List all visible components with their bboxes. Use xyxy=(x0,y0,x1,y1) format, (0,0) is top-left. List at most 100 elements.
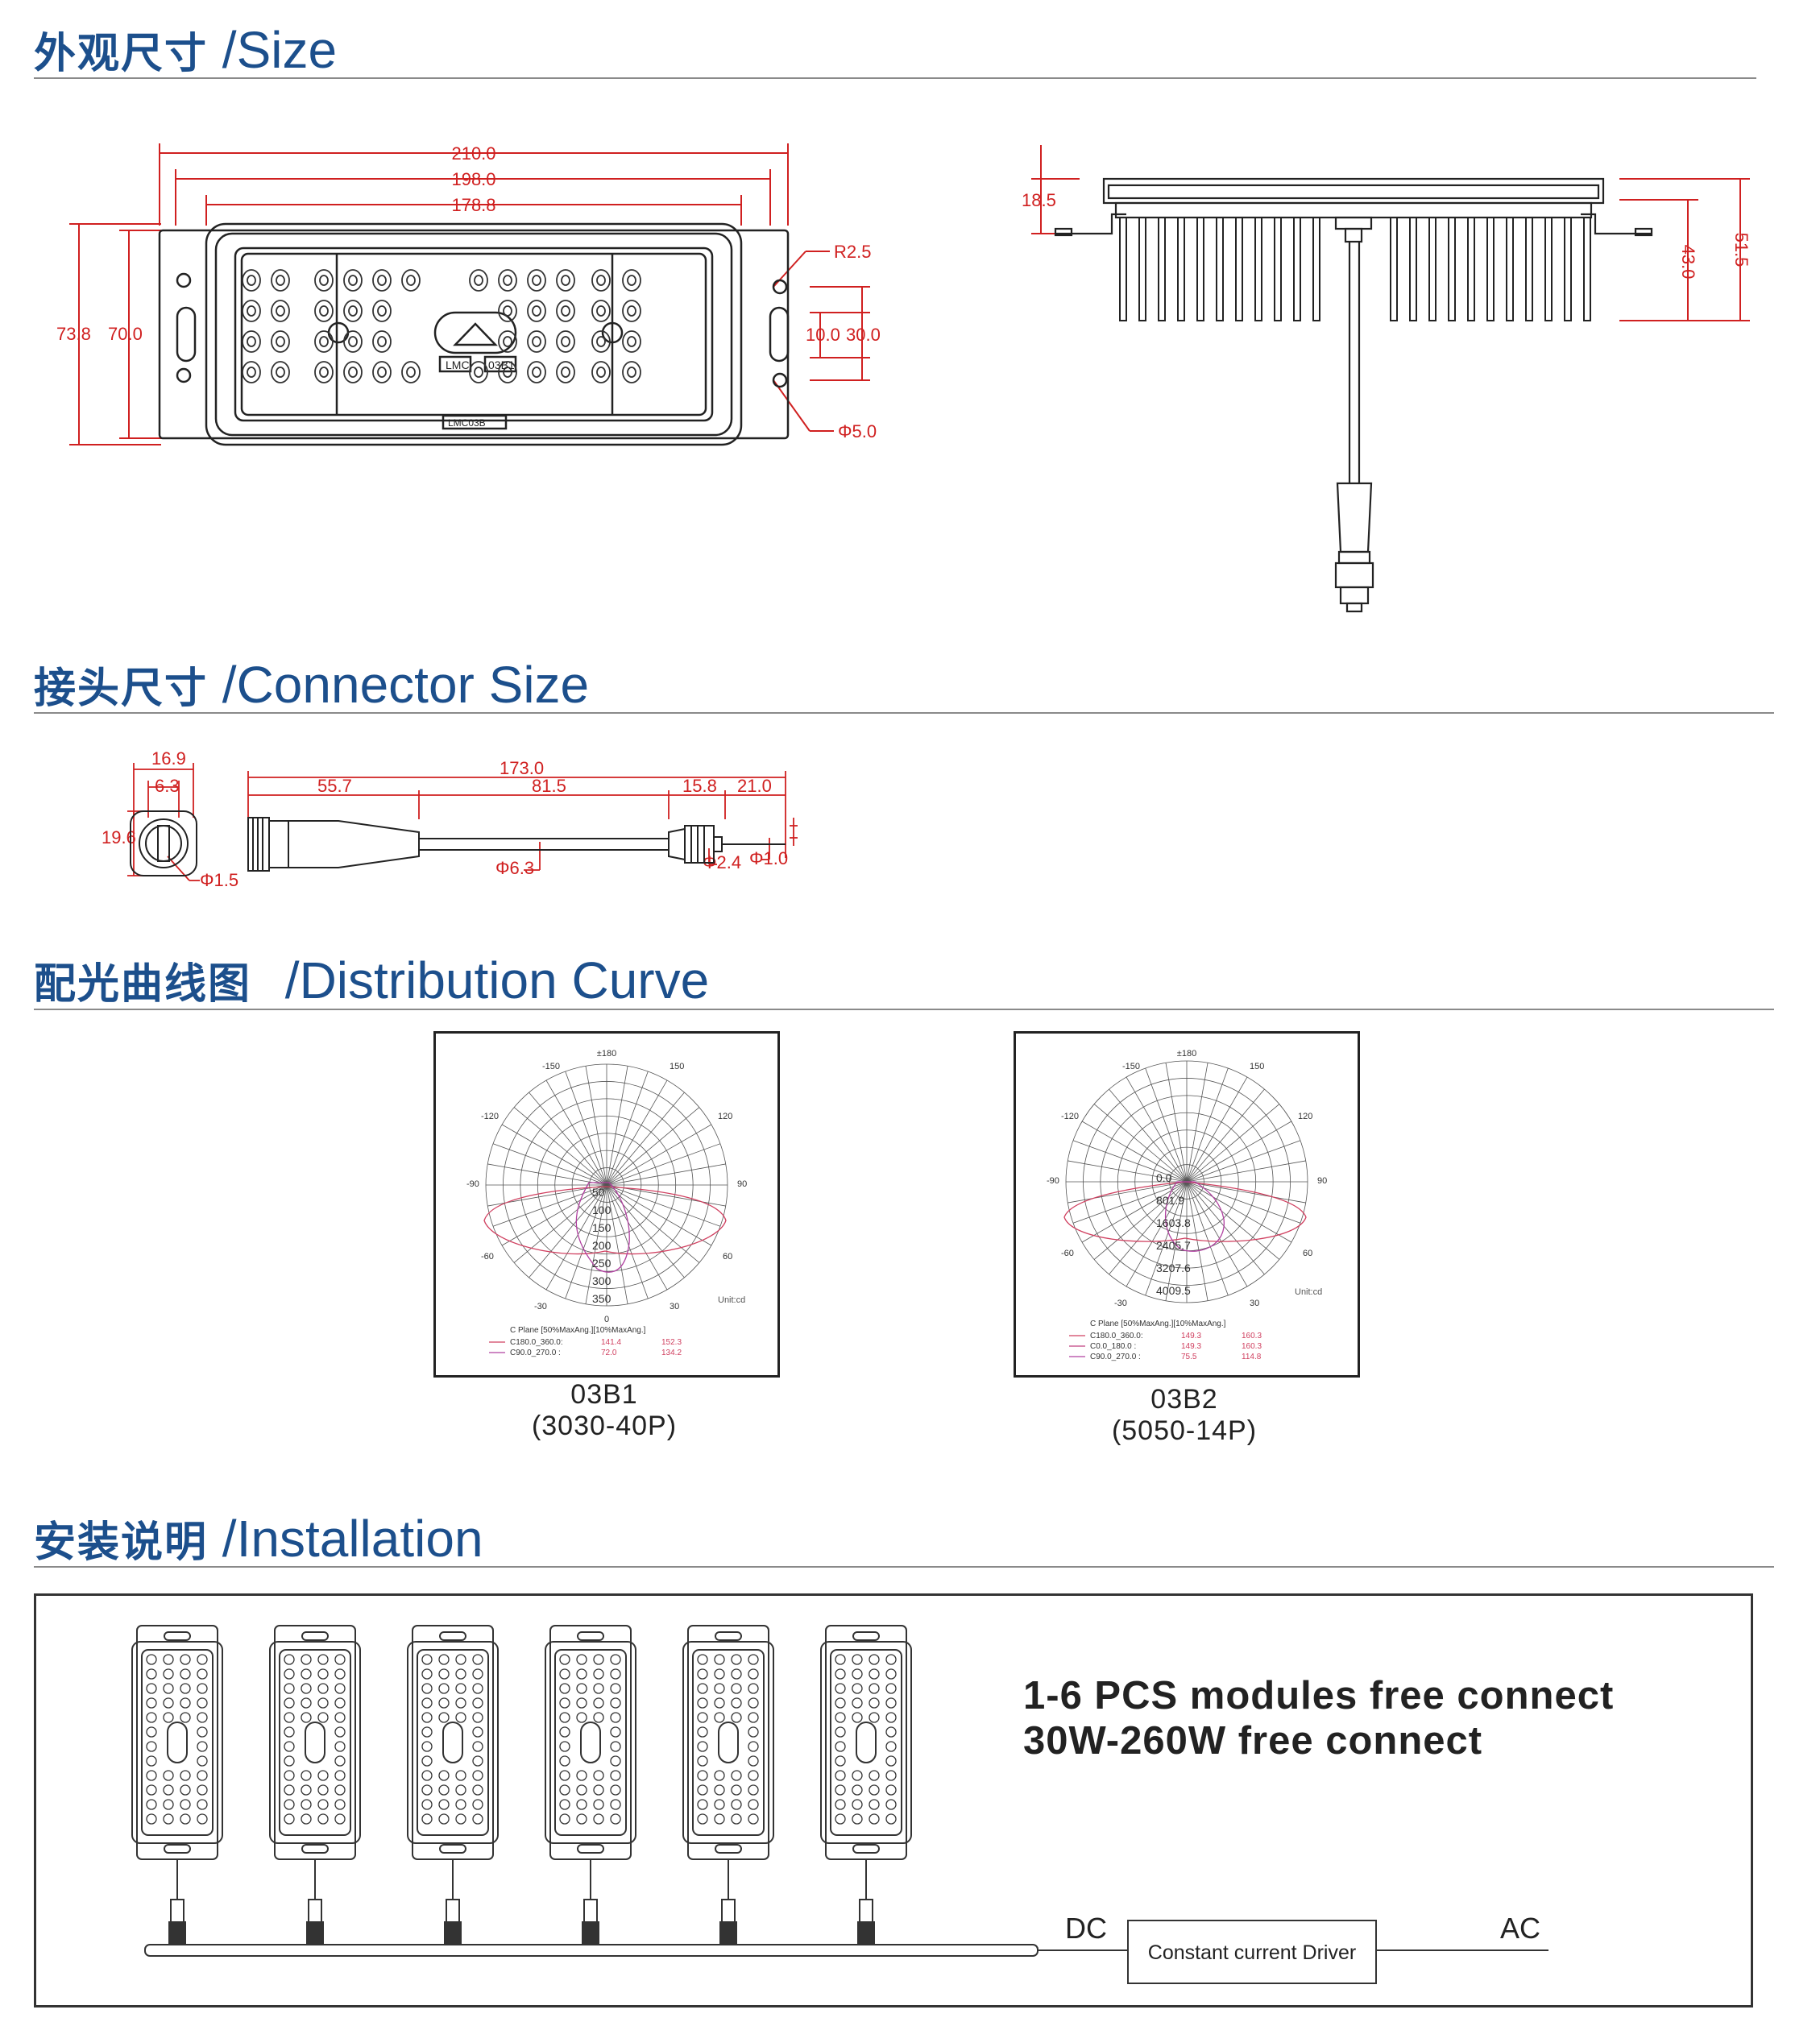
module-led xyxy=(852,1712,863,1723)
polar2-grid xyxy=(1065,1060,1308,1303)
module-led xyxy=(421,1712,433,1723)
module-led xyxy=(835,1726,846,1738)
module-led xyxy=(697,1784,708,1796)
led-pair xyxy=(242,330,261,353)
led-pair xyxy=(498,361,517,383)
dim-phi10: Φ1.0 xyxy=(749,848,788,868)
polar2-angle-m30: -30 xyxy=(1114,1299,1127,1308)
module-led xyxy=(334,1668,346,1680)
label-lmc: LMC xyxy=(446,358,470,371)
polar2-angle-60: 60 xyxy=(1303,1249,1312,1258)
module-led xyxy=(610,1683,621,1694)
polar-spoke xyxy=(545,1184,607,1291)
polar-spoke xyxy=(606,1184,712,1246)
module-led xyxy=(748,1654,759,1665)
module-led xyxy=(317,1654,329,1665)
module-led xyxy=(835,1654,846,1665)
module-led xyxy=(731,1668,742,1680)
dim-r25: R2.5 xyxy=(834,242,871,262)
module-led xyxy=(472,1726,483,1738)
module-led xyxy=(593,1654,604,1665)
led-pair xyxy=(372,269,392,292)
led-module xyxy=(682,1625,774,1944)
module-led xyxy=(180,1784,191,1796)
module-led xyxy=(421,1784,433,1796)
section-title-size: 外观尺寸 /Size xyxy=(34,24,337,76)
module-led xyxy=(869,1697,880,1709)
polar-chart-03b2: ±180 -150 150 -120 120 -90 90 -60 60 -30… xyxy=(1014,1031,1360,1378)
module-led xyxy=(835,1683,846,1694)
module-led xyxy=(731,1770,742,1781)
dim-173: 173.0 xyxy=(500,758,544,778)
module-led xyxy=(455,1654,466,1665)
section-rule-installation xyxy=(34,1566,1774,1568)
module-led xyxy=(197,1799,208,1810)
led-module xyxy=(407,1625,499,1944)
polar2-angle-m90: -90 xyxy=(1047,1176,1059,1186)
polar-spoke xyxy=(1186,1063,1208,1183)
module-led xyxy=(146,1813,157,1825)
ac-label: AC xyxy=(1500,1912,1540,1945)
module-led xyxy=(885,1712,897,1723)
module-led xyxy=(869,1770,880,1781)
polar-spoke xyxy=(565,1184,607,1299)
label-lmc03b: LMC03B xyxy=(448,417,486,429)
led-pair xyxy=(314,269,334,292)
polar-spoke xyxy=(501,1184,607,1246)
module-led xyxy=(163,1697,174,1709)
module-led xyxy=(421,1726,433,1738)
module-led xyxy=(421,1755,433,1767)
led-pair xyxy=(591,300,611,322)
module-led xyxy=(559,1755,570,1767)
module-led xyxy=(180,1683,191,1694)
polar-spoke xyxy=(1186,1181,1306,1204)
module-led xyxy=(885,1683,897,1694)
led-pair xyxy=(498,300,517,322)
module-led xyxy=(748,1813,759,1825)
polar-radial-label: 1603.8 xyxy=(1156,1216,1191,1229)
polar1-angle-90: 90 xyxy=(737,1179,747,1189)
module-led xyxy=(334,1813,346,1825)
dim-phi63: Φ6.3 xyxy=(495,858,534,878)
polar-spoke xyxy=(1186,1160,1306,1183)
polar-spoke xyxy=(606,1184,721,1227)
module-led xyxy=(334,1755,346,1767)
module-led xyxy=(317,1683,329,1694)
module-led xyxy=(852,1654,863,1665)
module-led xyxy=(610,1741,621,1752)
polar1-legend-name-0: C180.0_360.0: xyxy=(510,1338,563,1347)
led-pair xyxy=(527,269,546,292)
module-led xyxy=(576,1770,587,1781)
module-led xyxy=(835,1799,846,1810)
polar2-angle-90: 90 xyxy=(1317,1176,1327,1186)
section-title-size-en: /Size xyxy=(222,21,338,79)
polar2-legend-name-0: C180.0_360.0: xyxy=(1090,1332,1143,1340)
module-led xyxy=(163,1813,174,1825)
polar-spoke xyxy=(606,1184,685,1278)
polar-spoke xyxy=(1186,1076,1248,1183)
module-led xyxy=(835,1784,846,1796)
section-title-installation-en: /Installation xyxy=(222,1510,483,1568)
heatsink-fin xyxy=(1196,217,1204,321)
module-led xyxy=(748,1741,759,1752)
polar1-legend-v50-0: 141.4 xyxy=(601,1338,621,1347)
module-led xyxy=(835,1741,846,1752)
module-led xyxy=(885,1755,897,1767)
module-led xyxy=(610,1799,621,1810)
section-title-distribution-en: /Distribution Curve xyxy=(284,951,710,1009)
module-led xyxy=(197,1784,208,1796)
heatsink-fin xyxy=(1235,217,1243,321)
module-led xyxy=(317,1813,329,1825)
polar2-legend-v10-2: 114.8 xyxy=(1242,1353,1262,1361)
module-led xyxy=(146,1741,157,1752)
module-led xyxy=(317,1697,329,1709)
dim-30: 30.0 xyxy=(846,325,881,345)
polar-spoke xyxy=(529,1092,607,1186)
led-pair xyxy=(527,330,546,353)
module-led xyxy=(714,1654,725,1665)
module-led xyxy=(284,1784,295,1796)
polar2-legend-v50-1: 149.3 xyxy=(1181,1342,1201,1351)
polar2-legend-v10-1: 160.3 xyxy=(1242,1342,1262,1351)
module-led xyxy=(180,1712,191,1723)
module-led xyxy=(334,1726,346,1738)
